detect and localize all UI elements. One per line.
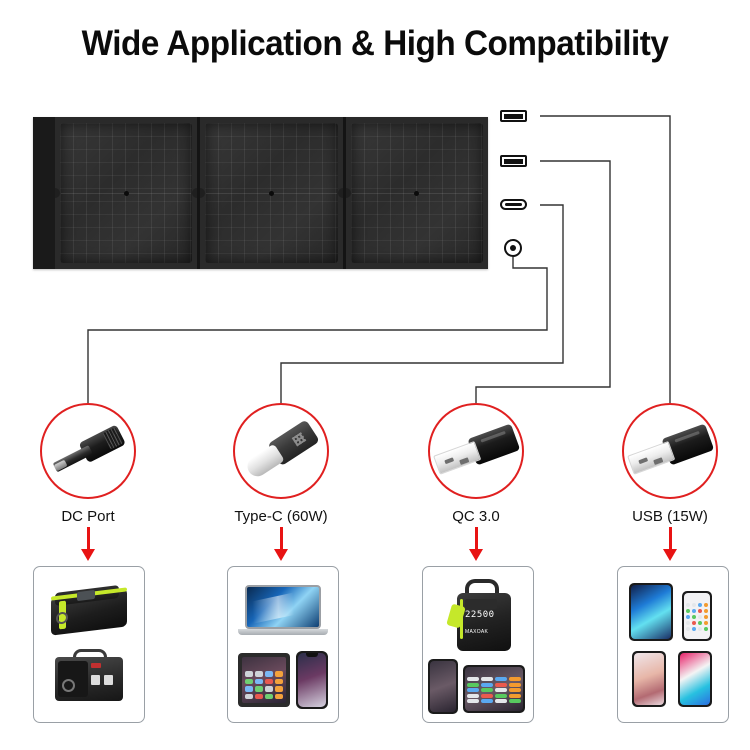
arrow-down-icon bbox=[274, 527, 288, 561]
connector-type-c[interactable]: Type-C (60W) bbox=[206, 403, 356, 525]
panel-notch-right bbox=[192, 188, 198, 198]
panel-center-dot bbox=[268, 190, 274, 196]
panel-segment bbox=[55, 117, 201, 269]
device-box-type-c bbox=[227, 566, 339, 723]
solar-panel-product bbox=[33, 117, 488, 269]
smartphone bbox=[682, 591, 712, 641]
device-box-qc3: 22500 MAXOAK bbox=[422, 566, 534, 723]
usb-a-icon bbox=[500, 155, 527, 167]
panel-segment bbox=[200, 117, 346, 269]
panel-center-dot bbox=[414, 190, 420, 196]
arrow-down-icon bbox=[81, 527, 95, 561]
device-box-dc-port bbox=[33, 566, 145, 723]
tablet bbox=[463, 665, 525, 713]
device-box-usb bbox=[617, 566, 729, 723]
panel-notch-left bbox=[345, 188, 351, 198]
panel-segments bbox=[55, 117, 488, 269]
smartphone bbox=[678, 651, 712, 707]
connector-label: Type-C (60W) bbox=[234, 508, 328, 525]
usb-a-plug-icon bbox=[432, 423, 521, 478]
dc-barrel-icon bbox=[504, 239, 522, 257]
portable-power-station-green bbox=[47, 585, 131, 636]
connector-qc3[interactable]: QC 3.0 bbox=[401, 403, 551, 525]
page-title: Wide Application & High Compatibility bbox=[81, 24, 669, 63]
panel-notch-left bbox=[200, 188, 206, 198]
qc3-plug-circle bbox=[428, 403, 524, 499]
wire-type-c bbox=[280, 204, 564, 404]
wire-qc3 bbox=[475, 160, 611, 404]
usb-a-icon bbox=[500, 110, 527, 122]
usb-c-icon bbox=[500, 199, 527, 210]
jump-starter-capacity: 22500 bbox=[465, 610, 495, 620]
connector-dc-port[interactable]: DC Port bbox=[13, 403, 163, 525]
smartphone bbox=[296, 651, 328, 709]
wire-dc bbox=[87, 257, 548, 404]
arrow-down-icon bbox=[469, 527, 483, 561]
connector-usb[interactable]: USB (15W) bbox=[595, 403, 745, 525]
wire-usb bbox=[540, 115, 671, 404]
usb-plug-circle bbox=[622, 403, 718, 499]
panel-notch-left bbox=[55, 188, 60, 198]
jump-starter-brand: MAXOAK bbox=[465, 629, 489, 635]
usb-c-plug-icon bbox=[242, 419, 320, 482]
tablet bbox=[238, 653, 290, 707]
panel-segment bbox=[345, 117, 488, 269]
panel-center-dot bbox=[123, 190, 129, 196]
smartphone bbox=[428, 659, 458, 714]
dc-barrel-plug-icon bbox=[50, 424, 126, 477]
usb-a-plug-icon bbox=[626, 423, 715, 478]
tablet-phone-pair bbox=[238, 651, 328, 709]
portable-power-station-grey bbox=[51, 647, 127, 705]
panel-notch-right bbox=[337, 188, 343, 198]
tablet bbox=[629, 583, 673, 641]
panel-hinge-edge bbox=[33, 117, 55, 269]
laptop bbox=[238, 585, 328, 637]
smartphone bbox=[632, 651, 666, 707]
jump-starter-22500: 22500 MAXOAK bbox=[446, 579, 519, 655]
arrow-down-icon bbox=[663, 527, 677, 561]
connector-label: DC Port bbox=[61, 508, 115, 525]
connector-label: USB (15W) bbox=[632, 508, 708, 525]
dc-plug-circle bbox=[40, 403, 136, 499]
type-c-plug-circle bbox=[233, 403, 329, 499]
connector-label: QC 3.0 bbox=[452, 508, 500, 525]
